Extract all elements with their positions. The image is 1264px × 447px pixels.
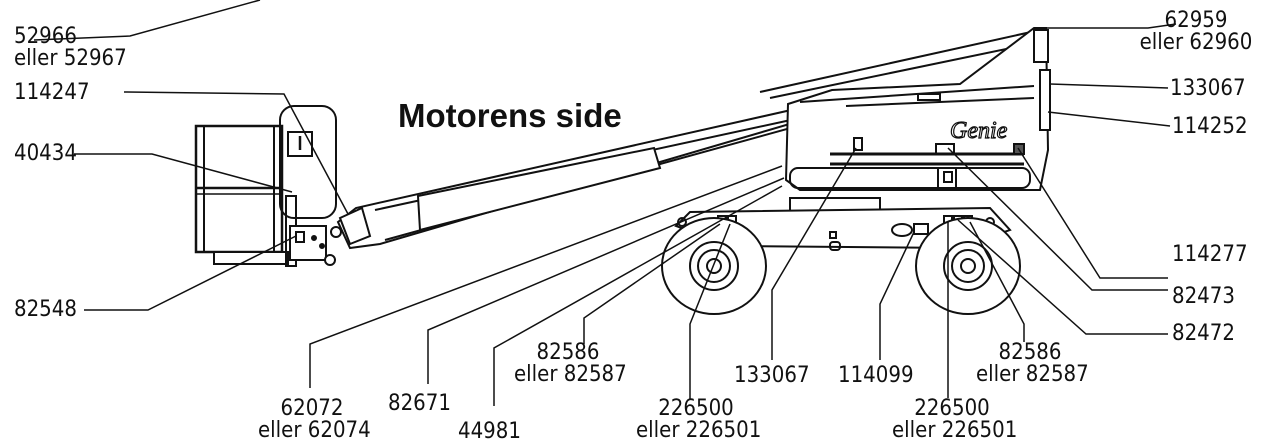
leader-lines (33, 0, 1177, 406)
label-133067-right: 133067 (1170, 76, 1246, 101)
label-226500-right-line2: eller 226501 (892, 418, 1018, 443)
label-62072: 62072 eller 62074 (258, 396, 371, 443)
label-226500-left-line1: 226500 (658, 396, 734, 421)
label-82473: 82473 (1172, 284, 1235, 309)
label-82548: 82548 (14, 297, 77, 322)
label-62072-line1: 62072 (280, 396, 344, 421)
genie-logo: Genie (950, 118, 1008, 144)
boom (336, 29, 1041, 250)
label-82472: 82472 (1172, 321, 1235, 346)
label-82586-right-line2: eller 82587 (976, 362, 1089, 387)
label-82586-right: 82586 eller 82587 (976, 340, 1089, 387)
label-40434: 40434 (14, 141, 77, 166)
label-82586-left-line1: 82586 (536, 340, 600, 365)
label-52966-line1: 52966 (14, 24, 77, 49)
label-114252: 114252 (1172, 114, 1248, 139)
label-52966-line2: eller 52967 (14, 46, 127, 71)
label-226500-left-line2: eller 226501 (636, 418, 762, 443)
label-114099: 114099 (838, 363, 914, 388)
label-82671: 82671 (388, 391, 451, 416)
label-62959-line1: 62959 (1164, 8, 1228, 33)
label-62959: 62959 eller 62960 (1128, 10, 1264, 54)
turntable: Genie (784, 27, 1051, 191)
label-226500-right-line1: 226500 (914, 396, 990, 421)
label-44981: 44981 (458, 419, 521, 444)
label-82586-left: 82586 eller 82587 (514, 340, 627, 387)
label-114247: 114247 (14, 80, 90, 105)
label-82586-left-line2: eller 82587 (514, 362, 627, 387)
right-wheel (915, 217, 1021, 315)
label-114277: 114277 (1172, 242, 1248, 267)
label-62072-line2: eller 62074 (258, 418, 371, 443)
label-52966: 52966 eller 52967 (14, 26, 127, 70)
label-133067-bottom: 133067 (734, 363, 810, 388)
diagram-title: Motorens side (398, 97, 622, 134)
label-82586-right-line1: 82586 (998, 340, 1062, 365)
label-62959-line2: eller 62960 (1139, 30, 1253, 55)
label-226500-right: 226500 eller 226501 (892, 396, 1018, 443)
label-226500-left: 226500 eller 226501 (636, 396, 762, 443)
platform-basket (194, 105, 342, 267)
